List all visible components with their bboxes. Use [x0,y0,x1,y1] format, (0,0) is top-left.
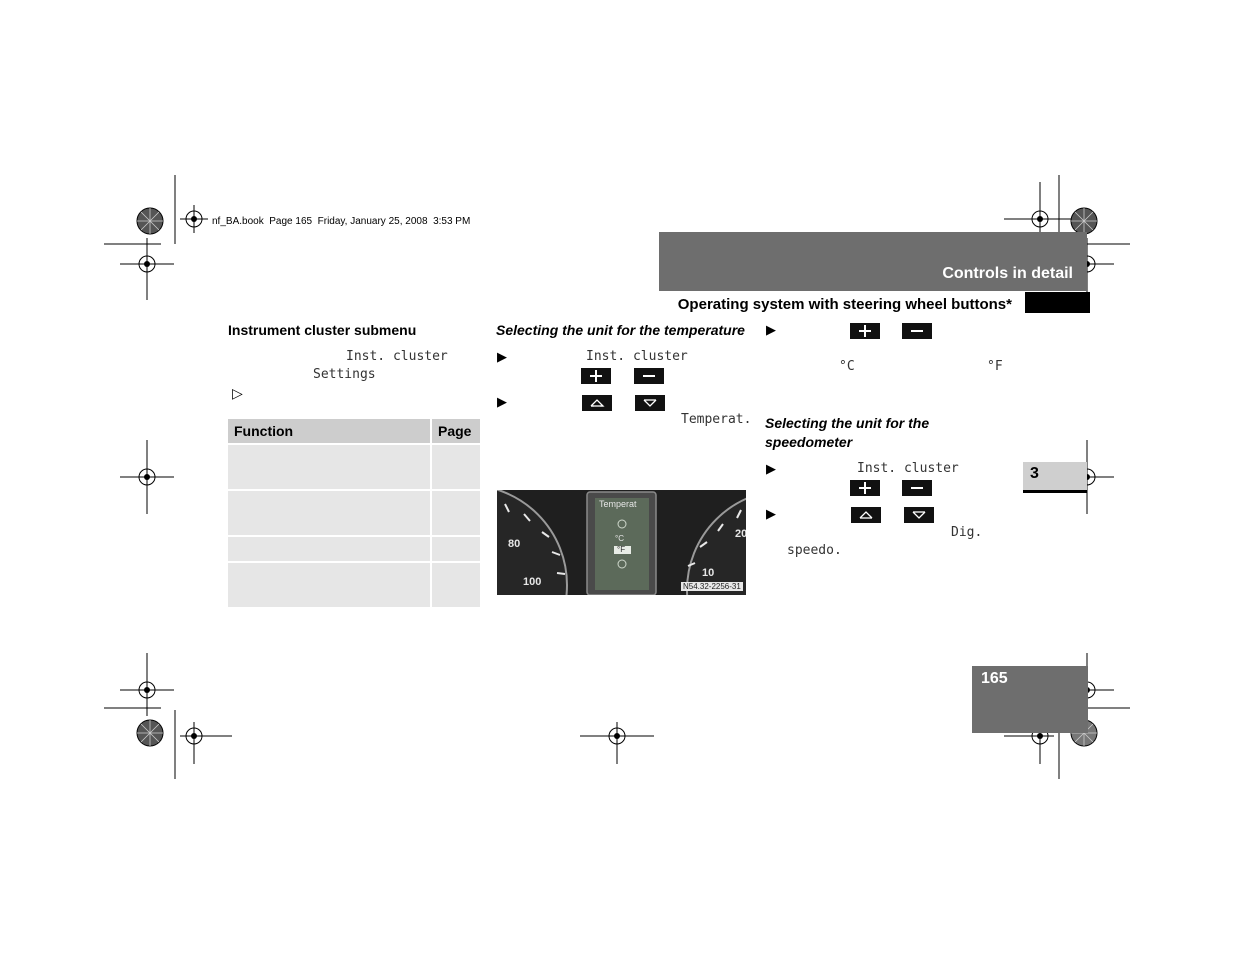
minus-button-icon [902,323,932,339]
menu-temperat: Temperat. [681,412,752,427]
table-row [228,490,480,537]
menu-inst-cluster: Inst. cluster [857,461,959,476]
table-row [228,444,480,491]
table-header-function: Function [228,419,431,445]
display-title: Temperat [599,499,637,509]
plus-button-icon [850,480,880,496]
page-number: 165 [981,670,1008,687]
down-button-icon [904,507,934,523]
print-slug: nf_BA.book Page 165 Friday, January 25, … [212,216,471,227]
chapter-tab: 3 [1023,462,1087,493]
instrument-cluster-figure: Temperat °C °F 80 100 20 10 N54.32-2256-… [497,490,746,595]
display-unit-c: °C [615,534,624,543]
plus-button-icon [581,368,611,384]
page-number-block: 165 [972,666,1088,733]
submenu-heading: Instrument cluster submenu [228,322,417,338]
gauge-label: 80 [508,538,521,550]
cross-reference-icon: ▷ [232,385,243,401]
speedometer-heading-line1: Selecting the unit for the [765,415,930,431]
gauge-label: 100 [523,576,542,588]
gauge-label: 10 [702,567,715,579]
gauge-label: 20 [735,528,746,540]
speedometer-heading-line2: speedometer [765,434,853,450]
table-row [228,536,480,563]
minus-button-icon [902,480,932,496]
section-marker [1025,292,1090,313]
up-button-icon [582,395,612,411]
chapter-header: Controls in detail [659,232,1087,291]
table-header-page: Page [430,419,480,445]
menu-inst-cluster: Inst. cluster [586,349,688,364]
up-button-icon [851,507,881,523]
plus-button-icon [850,323,880,339]
function-table: Function Page [228,419,480,609]
unit-celsius: °C [839,359,855,374]
display-unit-f: °F [617,545,626,554]
figure-id: N54.32-2256-31 [681,582,743,591]
down-button-icon [635,395,665,411]
menu-settings: Settings [313,367,376,382]
chapter-title: Controls in detail [942,265,1073,282]
step-arrow-icon: ▶ [497,349,507,364]
menu-speedo: speedo. [787,543,842,558]
minus-button-icon [634,368,664,384]
temperature-heading: Selecting the unit for the temperature [496,322,745,338]
step-arrow-icon: ▶ [766,322,776,337]
menu-dig: Dig. [951,525,983,540]
gauge-illustration [497,490,746,595]
section-title: Operating system with steering wheel but… [677,296,1012,313]
unit-fahrenheit: °F [987,359,1003,374]
step-arrow-icon: ▶ [766,461,776,476]
step-arrow-icon: ▶ [497,394,507,409]
menu-inst-cluster: Inst. cluster [346,349,448,364]
step-arrow-icon: ▶ [766,506,776,521]
table-row [228,562,480,609]
chapter-number: 3 [1030,465,1039,482]
